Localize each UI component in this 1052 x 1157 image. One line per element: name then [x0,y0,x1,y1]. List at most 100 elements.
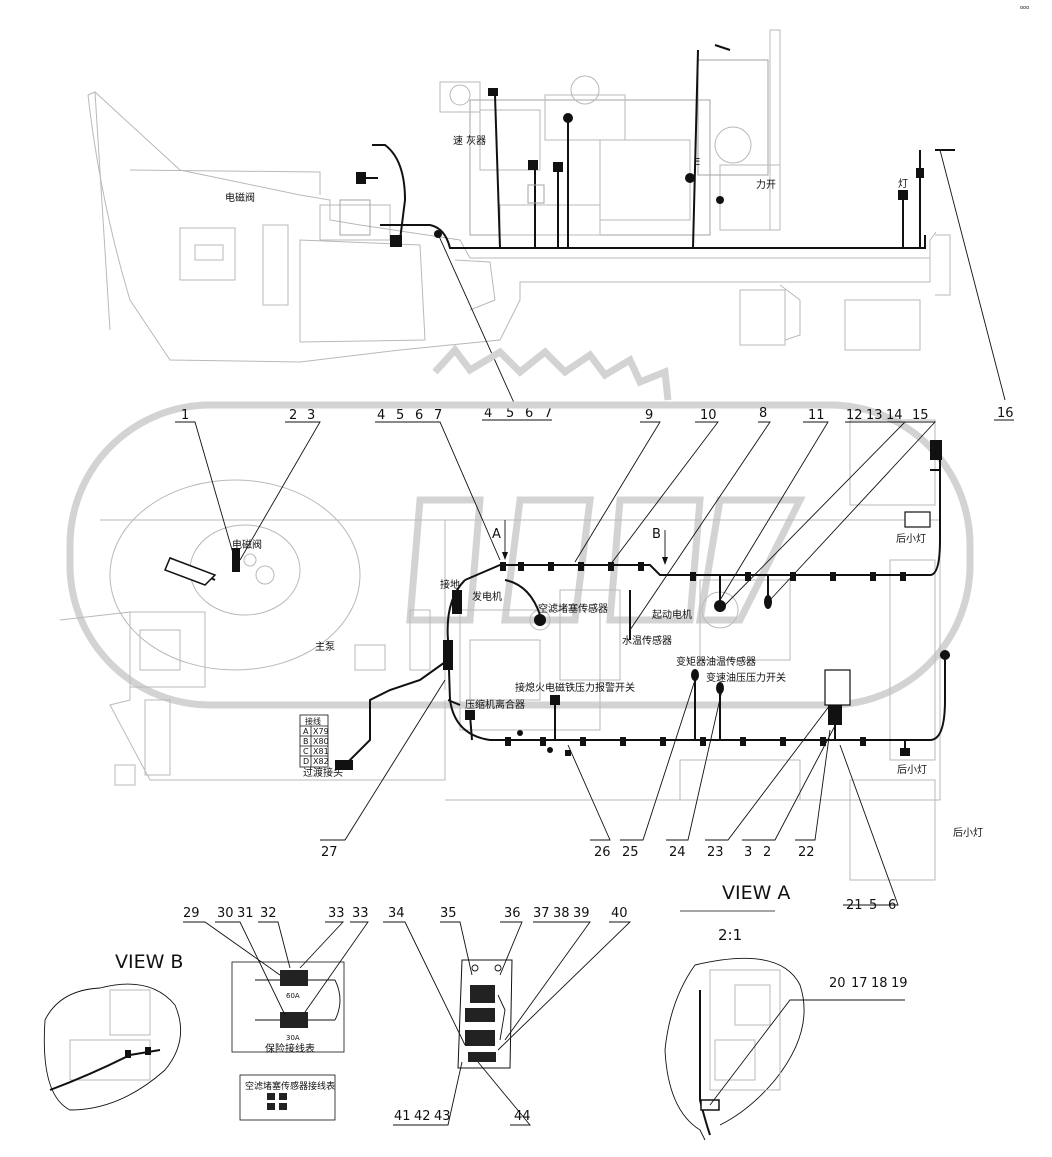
callout-13: 13 [866,408,883,423]
main-view-harness [164,440,950,770]
top-callout-4: 4 [484,406,492,421]
top-callout-7: 7 [544,406,552,421]
top-callout-16: 16 [997,406,1014,421]
sensor-table: 空滤堵塞传感器接线表 [239,1074,336,1121]
callout-23: 23 [707,845,724,860]
top-label-filter: 速 灰器 [453,134,486,147]
label-shift-pressure-switch: 变速油压压力开关 [706,671,786,684]
view-a: VIEW A 2:1 20 17 18 19 [664,882,908,1141]
connector-row-a-val: X79 [313,727,329,736]
relay-callout-43: 43 [434,1109,451,1124]
watermark [66,344,974,709]
corner-mark: ooo [1020,5,1029,11]
relay-callout-38: 38 [553,906,570,921]
callout-4: 4 [377,408,385,423]
top-label-switch: 力开 [756,178,776,191]
callout-3b: 3 [744,845,752,860]
top-callout-5: 5 [506,406,514,421]
relay-callout-37: 37 [533,906,550,921]
label-flameout-switch: 接熄火电磁铁压力报警开关 [515,681,635,694]
connector-table: 接线 A X79 B X80 C X81 D X82 [299,714,329,768]
label-transition-plug: 过渡接头 [303,766,343,779]
connector-row-a-key: A [303,727,309,736]
top-view: 电磁阀 速 灰器 E 力开 灯 4 5 6 7 16 [87,29,1014,421]
callout-10: 10 [700,408,717,423]
label-rear-lamp-2: 后小灯 [897,764,927,776]
connector-row-b-val: X80 [313,737,329,746]
connector-row-d-key: D [303,757,309,766]
top-view-leaders [437,149,1014,421]
callout-22: 22 [798,845,815,860]
relay-callout-44: 44 [514,1109,531,1124]
fuse-rating-30a: 30A [286,1034,300,1042]
label-rear-lamp-1: 后小灯 [896,533,926,545]
callout-12: 12 [846,408,863,423]
relay-callout-39: 39 [573,906,590,921]
fuse-caption: 保险接线表 [265,1042,315,1055]
callout-7: 7 [434,408,442,423]
callout-6b: 6 [888,898,896,913]
view-a-callout-20: 20 [829,976,846,991]
callout-5: 5 [396,408,404,423]
label-brake-valve: 电磁阀 [232,538,262,551]
label-converter-oil-temp: 变矩器油温传感器 [676,655,756,668]
fuse-detail: 60A 30A 保险接线表 29 30 31 32 33 33 [183,906,369,1055]
relay-callout-36: 36 [504,906,521,921]
label-water-temp-sensor: 水温传感器 [622,634,672,647]
connector-row-b-key: B [303,737,309,746]
main-view-connectors [232,440,950,770]
fuse-callout-33b: 33 [352,906,369,921]
label-alternator: 发电机 [472,590,502,603]
brake-valve-body [164,557,217,586]
callout-2b: 2 [763,845,771,860]
label-compressor-clutch: 压缩机离合器 [465,698,525,711]
callout-14: 14 [886,408,903,423]
view-a-callout-19: 19 [891,976,908,991]
view-a-callout-18: 18 [871,976,888,991]
relay-callout-42: 42 [414,1109,431,1124]
rear-lamp-box [904,511,931,528]
top-callout-6: 6 [525,406,533,421]
main-view-callouts-top: 1 2 3 4 5 6 7 9 10 8 11 12 13 14 15 [181,406,929,423]
connector-row-c-val: X81 [313,747,329,756]
callout-1: 1 [181,408,189,423]
label-air-filter-sensor: 空滤堵塞传感器 [538,602,608,615]
view-a-callout-17: 17 [851,976,868,991]
view-marker-a: A [492,527,501,542]
fuse-callout-30: 30 [217,906,234,921]
callout-6: 6 [415,408,423,423]
fuse-rating-60a: 60A [286,992,300,1000]
view-a-scale: 2:1 [718,926,742,944]
top-label-lamp: 灯 [898,178,908,190]
callout-2: 2 [289,408,297,423]
fuse-callout-33a: 33 [328,906,345,921]
top-view-harness [339,44,955,249]
label-main-relay: 主泵 [315,641,335,653]
view-a-title: VIEW A [722,882,790,904]
view-b-title: VIEW B [115,951,183,973]
connector-row-d-val: X82 [313,757,329,766]
fuse-callout-32: 32 [260,906,277,921]
label-starter: 起动电机 [652,608,692,621]
connector-table-header: 接线 [305,716,321,726]
main-view: A B 电磁阀 接地 发电机 主泵 空滤堵塞传感器 起动电机 水温传感器 变矩器… [59,406,983,913]
main-view-machine-outline [59,419,941,881]
view-b: VIEW B [43,951,183,1111]
fuse-callout-31: 31 [237,906,254,921]
main-view-callouts-bottom: 27 26 25 24 23 3 2 22 21 5 6 [321,845,896,913]
label-rear-lamp-3: 后小灯 [953,827,983,839]
top-view-labels: 电磁阀 速 灰器 E 力开 灯 [225,134,908,204]
callout-25: 25 [622,845,639,860]
relay-callout-41: 41 [394,1109,411,1124]
callout-27: 27 [321,845,338,860]
fuse-callout-29: 29 [183,906,200,921]
relay-box [824,669,851,706]
callout-15: 15 [912,408,929,423]
relay-callout-40: 40 [611,906,628,921]
callout-9: 9 [645,408,653,423]
view-markers: A B [492,520,668,565]
callout-11: 11 [808,408,825,423]
relay-callout-35: 35 [440,906,457,921]
relay-callout-34: 34 [388,906,405,921]
